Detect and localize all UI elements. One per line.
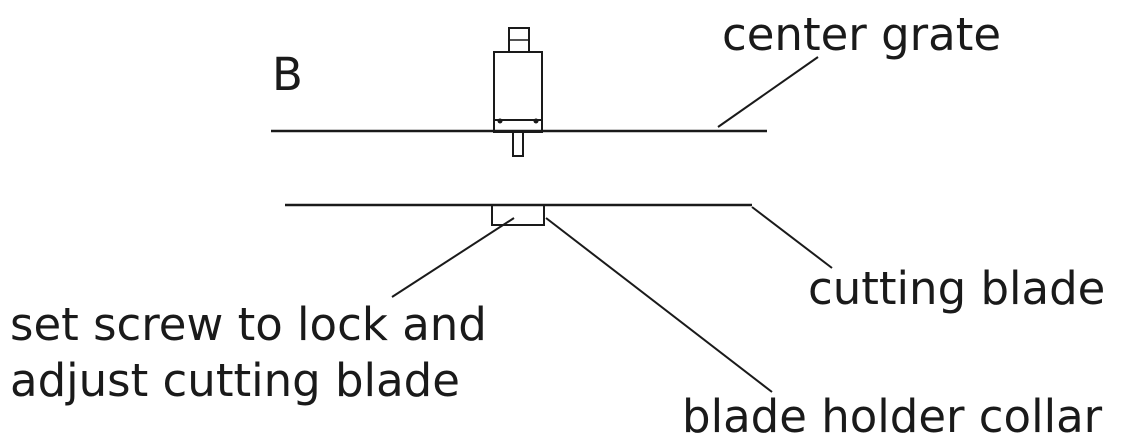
motor-shaft xyxy=(512,131,524,157)
collar-leader xyxy=(545,217,773,393)
label-center-grate: center grate xyxy=(722,8,1001,61)
set-screw-leader xyxy=(391,217,515,298)
view-label: B xyxy=(272,48,303,101)
cutting-blade-leader xyxy=(751,206,833,269)
motor-assembly xyxy=(493,27,543,157)
center-grate-leader xyxy=(717,56,819,128)
label-set-screw-line1: set screw to lock and xyxy=(10,298,487,351)
label-set-screw-line2: adjust cutting blade xyxy=(10,354,460,407)
blade-holder-collar xyxy=(491,204,545,226)
label-cutting-blade: cutting blade xyxy=(808,262,1105,315)
motor-body xyxy=(493,51,543,121)
label-blade-holder-collar: blade holder collar xyxy=(682,390,1103,443)
